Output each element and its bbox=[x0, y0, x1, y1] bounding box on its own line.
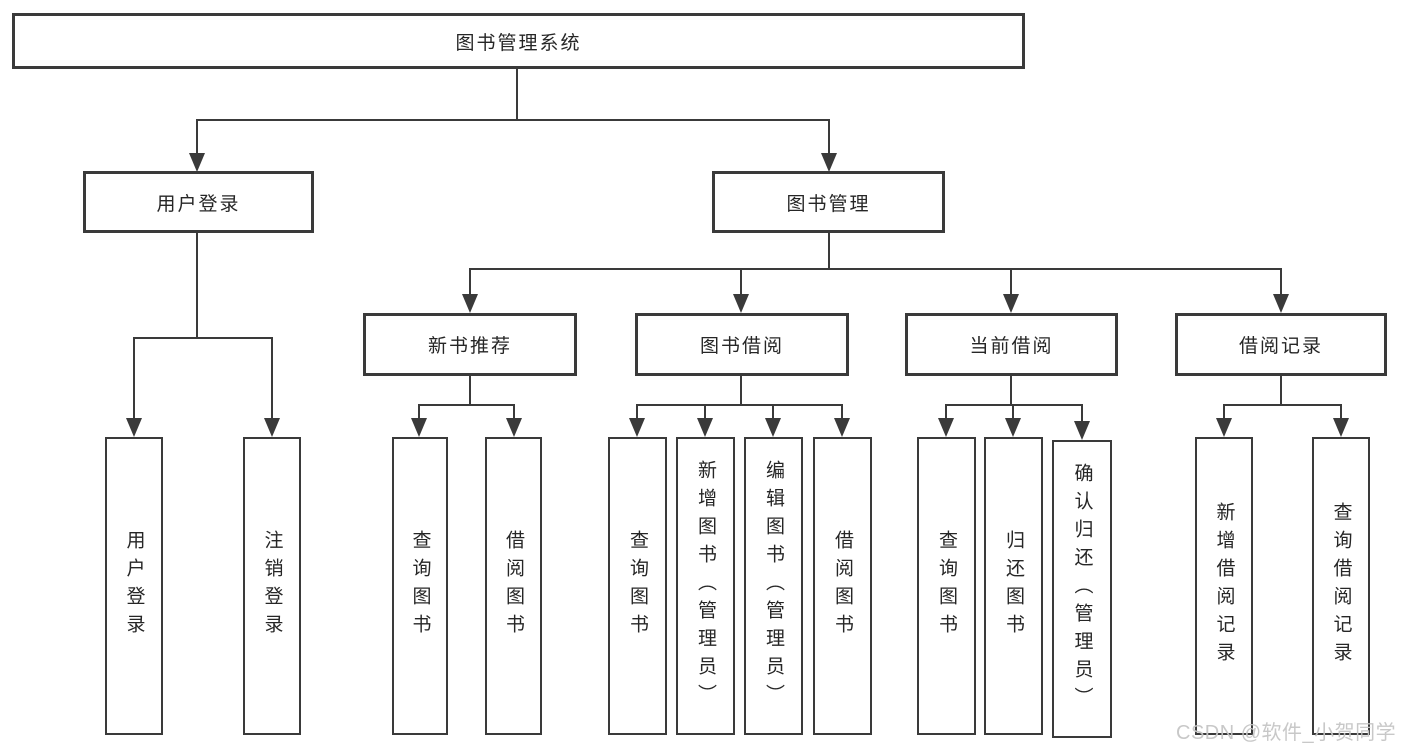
arrow-down-icon bbox=[1273, 268, 1289, 313]
arrow-down-icon bbox=[938, 404, 954, 437]
connector-hline bbox=[196, 119, 830, 121]
leaf-user-login: 用户登录 bbox=[105, 437, 163, 735]
node-borrow-records: 借阅记录 bbox=[1175, 313, 1387, 376]
leaf-label: 新增图书（管理员） bbox=[695, 460, 716, 712]
leaf-label: 借阅图书 bbox=[832, 530, 853, 642]
leaf-label: 查询借阅记录 bbox=[1330, 502, 1352, 670]
connector-vline bbox=[1010, 376, 1012, 406]
leaf-query-books-recommend: 查询图书 bbox=[392, 437, 448, 735]
connector-vline bbox=[828, 232, 830, 270]
arrow-down-icon bbox=[1005, 404, 1021, 437]
leaf-query-books-current: 查询图书 bbox=[917, 437, 976, 735]
leaf-label: 新增借阅记录 bbox=[1213, 502, 1235, 670]
arrow-down-icon bbox=[189, 119, 205, 172]
leaf-label: 查询图书 bbox=[409, 530, 431, 642]
node-book-borrowing: 图书借阅 bbox=[635, 313, 849, 376]
arrow-down-icon bbox=[821, 119, 837, 172]
leaf-borrow-books: 借阅图书 bbox=[813, 437, 872, 735]
csdn-watermark: CSDN @软件_小贺同学 bbox=[1176, 722, 1397, 744]
leaf-query-borrow-record: 查询借阅记录 bbox=[1312, 437, 1370, 735]
arrow-down-icon bbox=[1003, 268, 1019, 313]
arrow-down-icon bbox=[834, 404, 850, 437]
connector-hline bbox=[1223, 404, 1342, 406]
node-root: 图书管理系统 bbox=[12, 13, 1025, 69]
connector-vline bbox=[516, 68, 518, 121]
arrow-down-icon bbox=[264, 337, 280, 437]
leaf-label: 编辑图书（管理员） bbox=[763, 460, 784, 712]
arrow-down-icon bbox=[411, 404, 427, 437]
arrow-down-icon bbox=[733, 268, 749, 313]
leaf-label: 用户登录 bbox=[123, 530, 145, 642]
leaf-label: 查询图书 bbox=[627, 530, 648, 642]
node-user-login: 用户登录 bbox=[83, 171, 314, 233]
connector-hline bbox=[418, 404, 515, 406]
connector-vline bbox=[740, 376, 742, 406]
leaf-return-book: 归还图书 bbox=[984, 437, 1043, 735]
leaf-logout-login: 注销登录 bbox=[243, 437, 301, 735]
arrow-down-icon bbox=[765, 404, 781, 437]
connector-hline bbox=[636, 404, 843, 406]
arrow-down-icon bbox=[1074, 404, 1090, 440]
arrow-down-icon bbox=[697, 404, 713, 437]
leaf-edit-book-admin: 编辑图书（管理员） bbox=[744, 437, 803, 735]
connector-vline bbox=[469, 376, 471, 406]
arrow-down-icon bbox=[1333, 404, 1349, 437]
leaf-add-book-admin: 新增图书（管理员） bbox=[676, 437, 735, 735]
leaf-borrow-books-recommend: 借阅图书 bbox=[485, 437, 542, 735]
leaf-query-books-borrow: 查询图书 bbox=[608, 437, 667, 735]
leaf-add-borrow-record: 新增借阅记录 bbox=[1195, 437, 1253, 735]
connector-hline bbox=[133, 337, 273, 339]
leaf-label: 借阅图书 bbox=[503, 530, 524, 642]
leaf-confirm-return-admin: 确认归还（管理员） bbox=[1052, 440, 1112, 738]
connector-vline bbox=[1280, 376, 1282, 406]
arrow-down-icon bbox=[126, 337, 142, 437]
arrow-down-icon bbox=[629, 404, 645, 437]
connector-hline bbox=[945, 404, 1083, 406]
arrow-down-icon bbox=[462, 268, 478, 313]
leaf-label: 查询图书 bbox=[936, 530, 957, 642]
leaf-label: 确认归还（管理员） bbox=[1071, 463, 1093, 715]
leaf-label: 归还图书 bbox=[1003, 530, 1024, 642]
node-book-management: 图书管理 bbox=[712, 171, 945, 233]
node-current-borrowing: 当前借阅 bbox=[905, 313, 1118, 376]
leaf-label: 注销登录 bbox=[261, 530, 283, 642]
connector-hline bbox=[469, 268, 1282, 270]
connector-vline bbox=[196, 232, 198, 339]
arrow-down-icon bbox=[506, 404, 522, 437]
node-new-book-recommend: 新书推荐 bbox=[363, 313, 577, 376]
arrow-down-icon bbox=[1216, 404, 1232, 437]
